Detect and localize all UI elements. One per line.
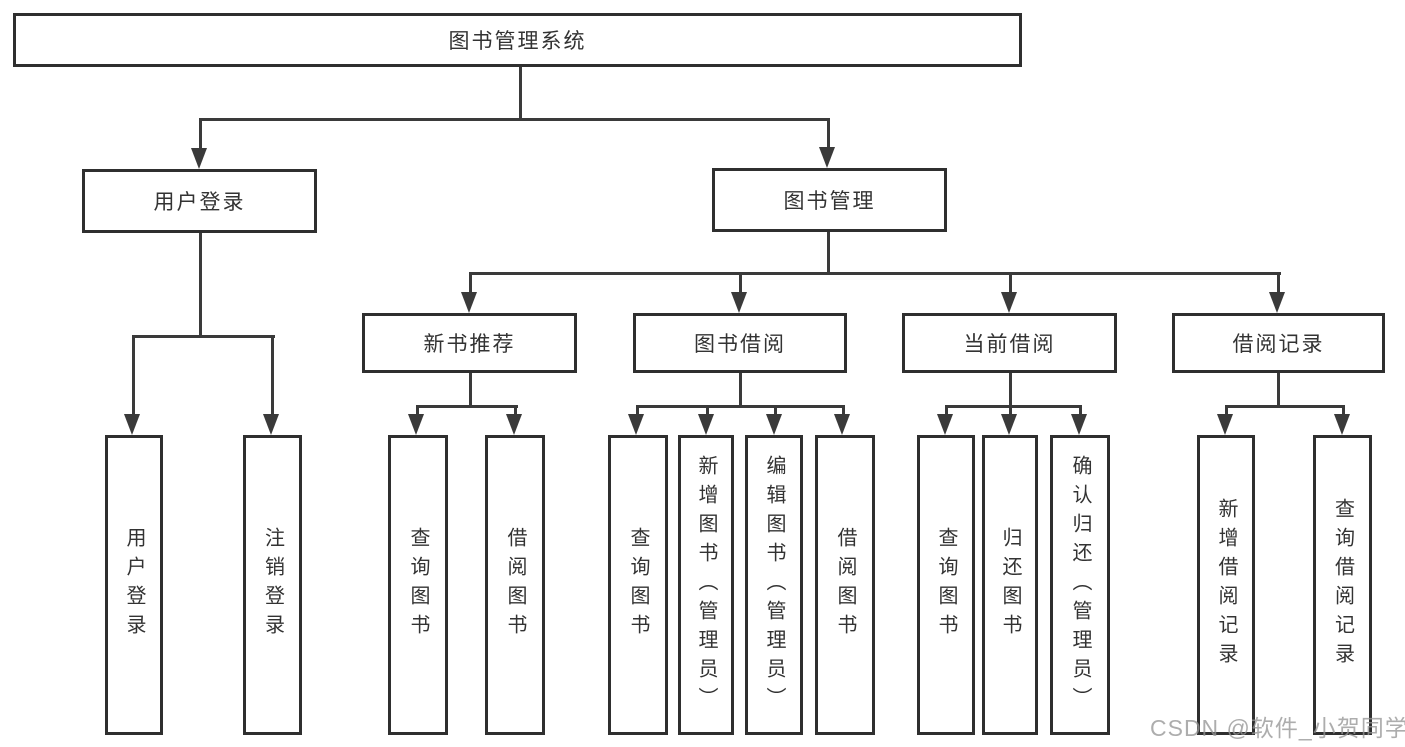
connector-line <box>469 373 472 405</box>
leaf-query-borrow-record-label: 查询借阅记录 <box>1331 498 1354 672</box>
csdn-watermark: CSDN @软件_小贺同学 <box>1150 715 1405 741</box>
arrowhead-icon <box>834 414 850 435</box>
leaf-add-borrow-record-label: 新增借阅记录 <box>1215 498 1237 672</box>
connector-line <box>774 405 777 415</box>
leaf-borrow-books-2: 借阅图书 <box>815 435 875 735</box>
arrowhead-icon <box>1001 292 1017 313</box>
node-current-borrow-label: 当前借阅 <box>963 333 1056 356</box>
node-book-mgmt-label: 图书管理 <box>783 190 876 213</box>
connector-line <box>469 272 472 293</box>
connector-line <box>1009 405 1012 415</box>
leaf-add-book-admin-label: 新增图书（管理员） <box>695 454 717 716</box>
arrowhead-icon <box>1269 292 1285 313</box>
connector-line <box>1079 405 1082 415</box>
arrowhead-icon <box>731 292 747 313</box>
connector-line <box>416 405 419 415</box>
connector-line <box>636 405 845 408</box>
node-current-borrow: 当前借阅 <box>902 313 1117 373</box>
leaf-add-borrow-record: 新增借阅记录 <box>1197 435 1255 735</box>
leaf-query-books-3: 查询图书 <box>917 435 975 735</box>
arrowhead-icon <box>506 414 522 435</box>
arrowhead-icon <box>1001 414 1017 435</box>
connector-line <box>842 405 845 415</box>
leaf-user-login-label: 用户登录 <box>123 527 145 643</box>
leaf-query-books-2-label: 查询图书 <box>627 527 649 643</box>
connector-line <box>519 67 522 118</box>
node-new-book-recommend: 新书推荐 <box>362 313 577 373</box>
connector-line <box>416 405 518 408</box>
connector-line <box>514 405 517 415</box>
node-new-book-recommend-label: 新书推荐 <box>423 333 516 356</box>
connector-line <box>827 118 830 148</box>
leaf-edit-book-admin: 编辑图书（管理员） <box>745 435 803 735</box>
connector-line <box>739 373 742 405</box>
connector-line <box>469 272 1281 275</box>
arrowhead-icon <box>263 414 279 435</box>
leaf-query-borrow-record: 查询借阅记录 <box>1313 435 1372 735</box>
arrowhead-icon <box>408 414 424 435</box>
node-book-borrow: 图书借阅 <box>633 313 847 373</box>
connector-line <box>1225 405 1345 408</box>
leaf-query-books-2: 查询图书 <box>608 435 668 735</box>
leaf-edit-book-admin-label: 编辑图书（管理员） <box>763 454 785 716</box>
leaf-return-book-label: 归还图书 <box>999 527 1021 643</box>
connector-line <box>739 272 742 293</box>
leaf-return-book: 归还图书 <box>982 435 1038 735</box>
connector-line <box>132 335 275 338</box>
arrowhead-icon <box>1071 414 1087 435</box>
arrowhead-icon <box>698 414 714 435</box>
leaf-query-books-3-label: 查询图书 <box>935 527 957 643</box>
connector-line <box>1009 272 1012 293</box>
arrowhead-icon <box>766 414 782 435</box>
connector-line <box>706 405 709 415</box>
connector-line <box>827 232 830 272</box>
arrowhead-icon <box>628 414 644 435</box>
leaf-confirm-return-admin: 确认归还（管理员） <box>1050 435 1110 735</box>
leaf-logout: 注销登录 <box>243 435 302 735</box>
leaf-add-book-admin: 新增图书（管理员） <box>678 435 734 735</box>
connector-line <box>1277 272 1280 293</box>
leaf-query-books-1-label: 查询图书 <box>407 527 429 643</box>
node-borrow-records: 借阅记录 <box>1172 313 1385 373</box>
arrowhead-icon <box>1334 414 1350 435</box>
node-root: 图书管理系统 <box>13 13 1022 67</box>
connector-line <box>271 335 274 414</box>
arrowhead-icon <box>461 292 477 313</box>
connector-line <box>945 405 948 415</box>
leaf-confirm-return-admin-label: 确认归还（管理员） <box>1069 454 1091 716</box>
arrowhead-icon <box>937 414 953 435</box>
connector-line <box>1009 373 1012 405</box>
leaf-borrow-books-1-label: 借阅图书 <box>504 527 526 643</box>
connector-line <box>199 118 202 149</box>
node-borrow-records-label: 借阅记录 <box>1232 333 1325 356</box>
connector-line <box>1342 405 1345 415</box>
leaf-logout-label: 注销登录 <box>261 527 284 643</box>
node-book-mgmt: 图书管理 <box>712 168 947 232</box>
arrowhead-icon <box>819 147 835 168</box>
connector-line <box>1277 373 1280 405</box>
leaf-query-books-1: 查询图书 <box>388 435 448 735</box>
connector-line <box>199 118 830 121</box>
connector-line <box>199 233 202 335</box>
connector-line <box>636 405 639 415</box>
arrowhead-icon <box>1217 414 1233 435</box>
leaf-user-login: 用户登录 <box>105 435 163 735</box>
connector-line <box>132 335 135 414</box>
leaf-borrow-books-1: 借阅图书 <box>485 435 545 735</box>
connector-line <box>1225 405 1228 415</box>
arrowhead-icon <box>191 148 207 169</box>
node-user-login-label: 用户登录 <box>153 191 246 214</box>
leaf-borrow-books-2-label: 借阅图书 <box>834 527 856 643</box>
node-user-login: 用户登录 <box>82 169 317 233</box>
arrowhead-icon <box>124 414 140 435</box>
node-book-borrow-label: 图书借阅 <box>694 333 786 356</box>
connector-line <box>945 405 1082 408</box>
node-root-label: 图书管理系统 <box>448 30 587 53</box>
